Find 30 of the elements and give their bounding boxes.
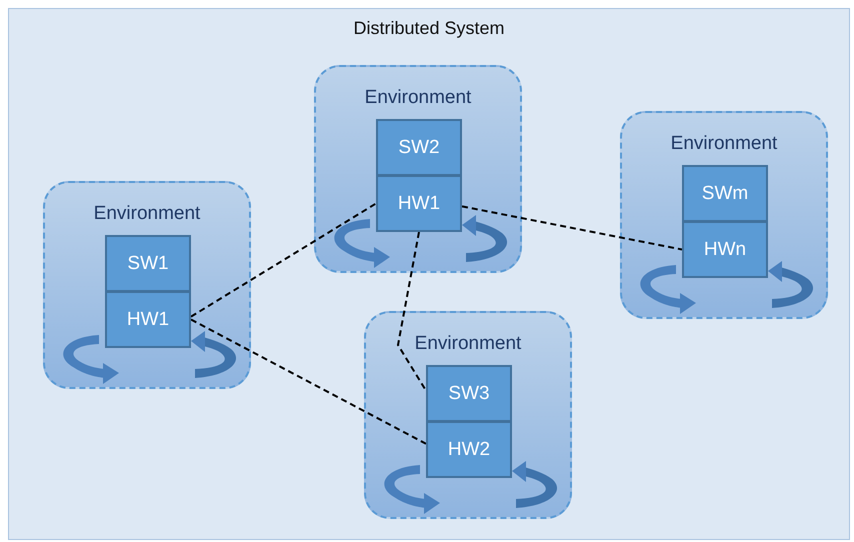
layer-label: HW1 (126, 308, 170, 330)
environment-panel (314, 65, 522, 273)
layer-box (426, 421, 512, 478)
connector-line (190, 318, 426, 445)
layer-label: SW3 (448, 382, 490, 404)
layer-label: HW2 (448, 438, 490, 460)
environment-panel (43, 181, 251, 389)
connector-line (462, 205, 682, 250)
system-label: Distributed System (352, 18, 506, 39)
layer-box (376, 175, 462, 232)
layer-label: HWn (704, 238, 746, 260)
layer-label: SWm (702, 182, 748, 204)
layer-label: SW1 (127, 252, 169, 274)
environment-label: Environment (364, 87, 472, 109)
environment-label: Environment (670, 133, 778, 155)
environment-panel (364, 311, 572, 519)
layer-box (682, 221, 768, 278)
environment-panel (620, 111, 828, 319)
layer-box (426, 365, 512, 422)
environment-label: Environment (414, 333, 522, 355)
connector-line (396, 232, 427, 392)
environment-label: Environment (92, 203, 202, 225)
layer-box (105, 235, 191, 292)
layer-label: HW1 (398, 192, 440, 214)
layer-label: SW2 (398, 136, 440, 158)
system-panel (8, 8, 850, 540)
layer-box (376, 119, 462, 176)
layer-box (682, 165, 768, 222)
connector-line (190, 202, 377, 318)
layer-box (105, 291, 191, 348)
